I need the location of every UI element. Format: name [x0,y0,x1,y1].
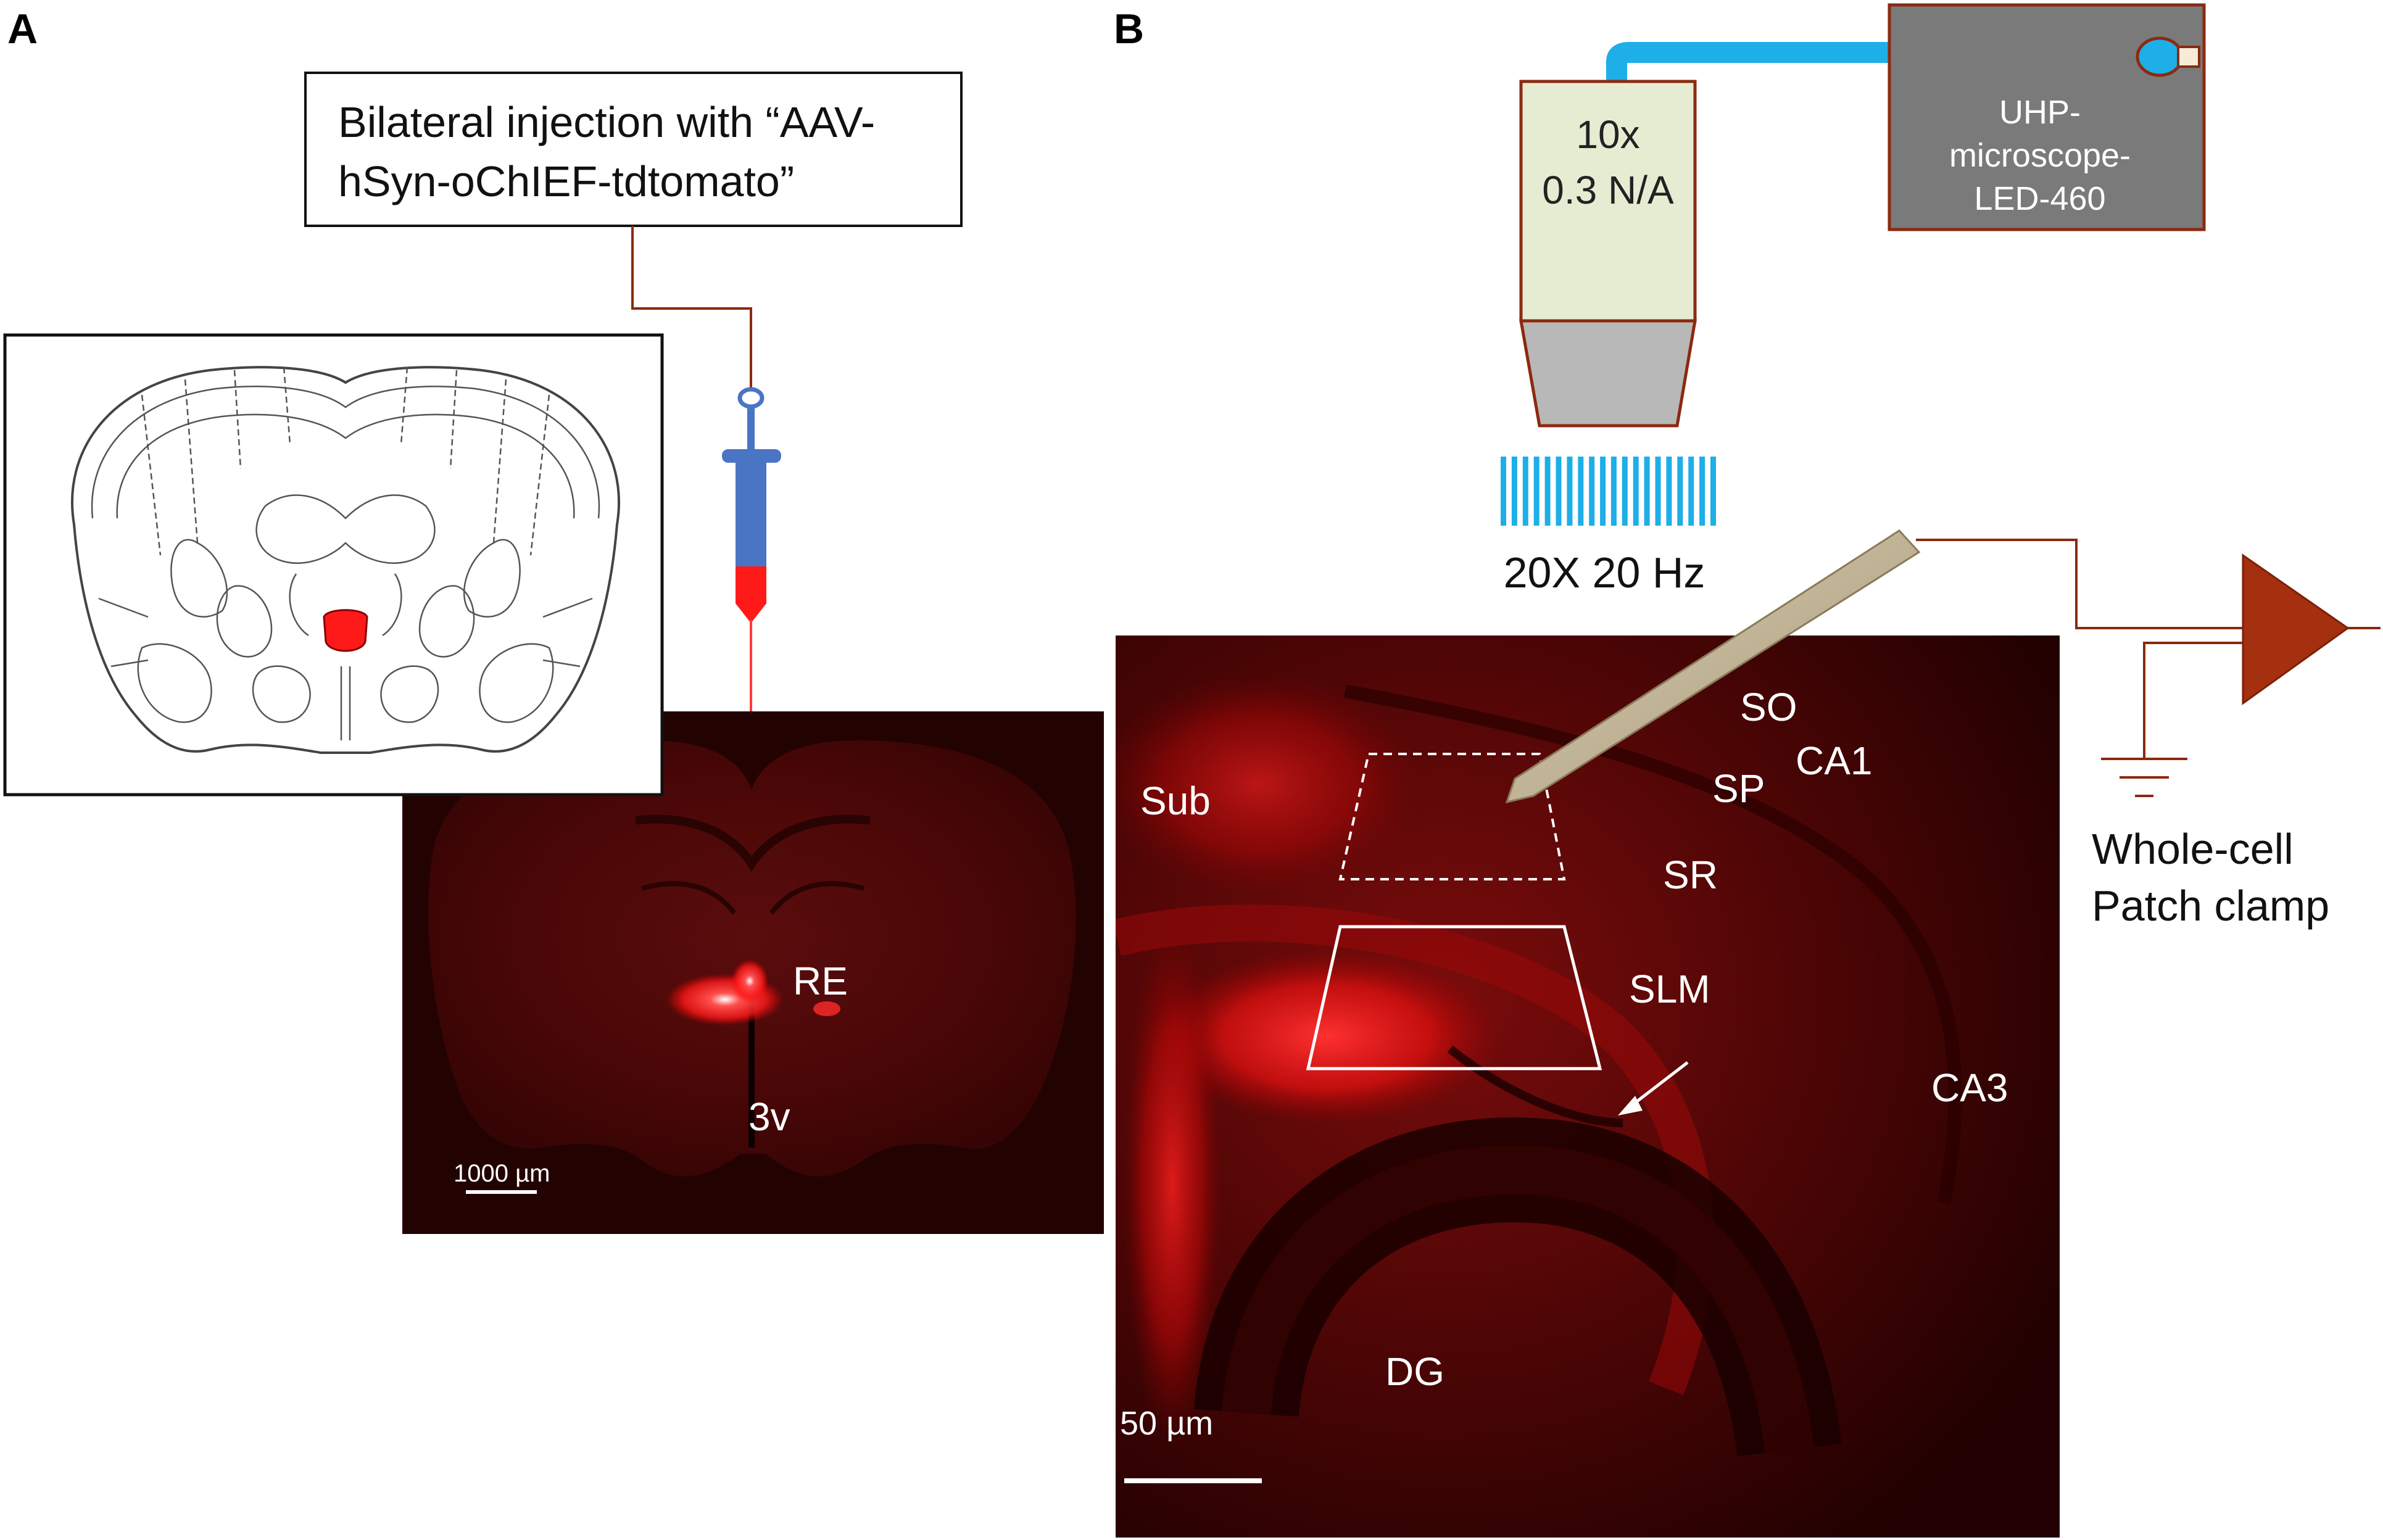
light-pulse-bar [1622,457,1628,526]
led-label-line1: UHP- [1999,94,2081,131]
injection-connector [631,226,752,389]
brain-atlas-drawing [70,366,621,754]
light-pulse-bar [1677,457,1683,526]
label-sub: Sub [1140,779,1211,823]
light-pulse-bar [1556,457,1562,526]
led-label-line2: microscope- [1949,137,2131,174]
optical-fiber [1606,42,1889,81]
led-label-line3: LED-460 [1974,180,2105,217]
light-pulse-bar [1699,457,1705,526]
light-pulse-bar [1600,457,1606,526]
light-pulse-bar [1666,457,1672,526]
light-pulse-bar [1522,457,1528,526]
arrow-icon [1618,1061,1689,1116]
label-ca3: CA3 [1931,1066,2008,1110]
ground-icon [2101,758,2187,797]
panel-b-letter: B [1114,6,1144,52]
label-ca1: CA1 [1796,739,1873,783]
label-sr: SR [1663,853,1718,897]
light-pulse-bar [1567,457,1573,526]
coronal-fluorescence [428,740,1076,1177]
recording-label-line1: Whole-cell [2092,825,2294,873]
injection-label-line2: hSyn-oChIEF-tdtomato” [338,157,794,205]
light-pulse-bar [1710,457,1716,526]
objective-na: 0.3 N/A [1542,168,1674,212]
light-pulse-bar [1533,457,1540,526]
atlas-re-highlight [323,609,368,652]
light-pulse-bar [1501,457,1506,526]
light-pulse-bar [1688,457,1694,526]
recording-region-outline [1338,753,1566,880]
hippocampus-scale-label: 50 µm [1120,1405,1213,1442]
light-pulse-bar [1511,457,1517,526]
light-pulse-bar [1589,457,1595,526]
light-pulse-bar [1610,457,1617,526]
label-re: RE [793,959,848,1003]
patch-pipette-icon [1505,529,1921,804]
stimulation-label: 20X 20 Hz [1504,549,1705,597]
light-pulse-bar [1578,457,1584,526]
label-slm: SLM [1629,967,1710,1011]
injection-label-line1: Bilateral injection with “AAV- [338,98,875,146]
hippocampus-fluorescence [1116,673,1962,1457]
light-pulse-bar [1544,457,1551,526]
injection-label-box [304,72,963,227]
label-sp: SP [1712,766,1765,811]
label-3v: 3v [748,1095,790,1139]
coronal-scale-label: 1000 µm [454,1160,550,1187]
recording-label-line2: Patch clamp [2092,882,2329,930]
objective-icon [1519,80,1697,428]
recording-connector [1916,539,2243,629]
led-source-icon [1888,3,2206,231]
light-pulse-bar [1633,457,1639,526]
light-pulse-bar [1655,457,1661,526]
amplifier-icon [2143,553,2381,759]
slm-region-outline [1306,925,1602,1070]
light-pulses-icon [1501,457,1716,526]
objective-magnification: 10x [1576,112,1639,157]
light-pulse-bar [1644,457,1650,526]
label-dg: DG [1385,1349,1444,1394]
panel-a-letter: A [7,6,38,52]
syringe-icon [722,387,781,623]
atlas-box [3,333,664,797]
label-so: SO [1740,685,1797,729]
